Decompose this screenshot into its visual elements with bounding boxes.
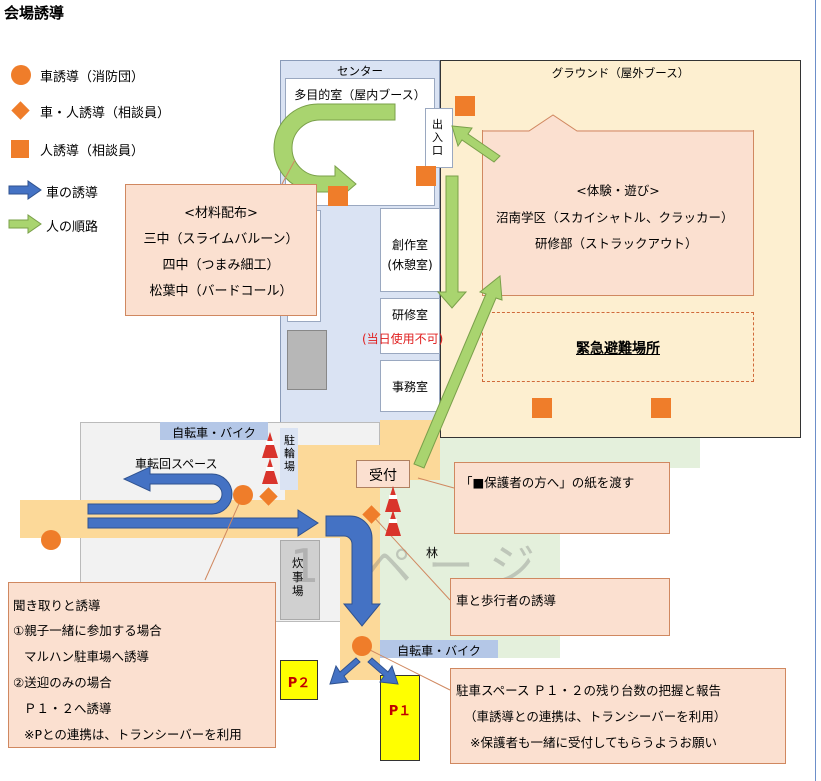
leader-line: [371, 514, 451, 601]
person-route-uturn: [273, 103, 396, 204]
traffic-cone-icon: [385, 510, 401, 536]
traffic-cone-icon: [262, 458, 278, 484]
legend-label: 人誘導（相談員）: [40, 144, 145, 159]
cooking-label: 炊事場: [292, 556, 304, 598]
parking-report-line: 駐車スペース Ｐ１・２の残り台数の把握と報告: [456, 683, 721, 698]
parking-p2: [280, 660, 318, 700]
traffic-cone-icon: [262, 432, 278, 458]
bicycle-parking-top: [160, 422, 268, 440]
entrance-box: [425, 108, 453, 168]
car-route-straight: [87, 509, 319, 537]
experience-panel-tab: [482, 114, 754, 132]
training-room-label: 研修室: [391, 308, 428, 322]
experience-heading: <体験・遊び>: [576, 183, 660, 198]
person-guide-marker: [455, 96, 475, 116]
materials-line: 四中（つまみ細工）: [162, 258, 280, 273]
bicycle-parking-bottom: [380, 640, 498, 658]
car-guide-circle-icon: [11, 65, 31, 85]
cooking-area: [280, 540, 320, 620]
parking-report-line: （車誘導との連携は、トランシーバーを利用）: [464, 709, 727, 724]
car-pedestrian-callout: [450, 578, 670, 636]
interview-line: ①親子一緒に参加する場合: [13, 623, 162, 638]
reception-box: [356, 460, 410, 488]
interview-line: マルハン駐車場へ誘導: [24, 649, 150, 664]
person-route-down: [436, 175, 468, 309]
car-route-to-p1: [367, 657, 399, 685]
training-room-note: (当日使用不可): [362, 332, 444, 346]
person-route-diagonal: [413, 275, 503, 469]
turn-space-label: 車転回スペース: [135, 457, 218, 471]
bicycle-top-label: 自転車・バイク: [172, 426, 256, 440]
materials-callout: [125, 184, 317, 316]
traffic-cone-icon: [385, 486, 401, 512]
person-arrow-icon: [8, 214, 42, 234]
page-title: 会場誘導: [4, 4, 65, 22]
car-route-to-p2: [329, 657, 361, 685]
legend-label: 車の誘導: [46, 186, 99, 201]
car-arrow-icon: [8, 180, 42, 200]
parking-p1: [380, 675, 420, 761]
interview-line: ※Pとの連携は、トランシーバーを利用: [24, 727, 242, 742]
parking-p1-label: P１: [388, 704, 412, 719]
forest-label: 林: [426, 546, 439, 560]
car-guide-marker: [352, 636, 372, 656]
experience-panel: [482, 130, 754, 296]
materials-line: 松葉中（バードコール）: [149, 284, 293, 299]
guardian-paper-text: 「■保護者の方へ」の紙を渡す: [460, 475, 635, 490]
interview-line: 聞き取りと誘導: [13, 598, 101, 613]
person-guide-marker: [328, 186, 348, 206]
car-route-bend: [325, 515, 382, 627]
car-pedestrian-text: 車と歩行者の誘導: [456, 593, 557, 608]
page-border: [815, 0, 816, 781]
parking-p2-label: P２: [287, 676, 311, 691]
materials-heading: <材料配布>: [184, 206, 258, 221]
legend-label: 車・人誘導（相談員）: [40, 106, 171, 121]
office-room: [380, 360, 440, 412]
materials-line: 三中（スライムバルーン）: [143, 232, 299, 247]
parking-report-line: ※保護者も一緒に受付してもらうようお願い: [470, 735, 717, 750]
car-guide-marker: [41, 530, 61, 550]
experience-line: 研修部（ストラックアウト）: [535, 236, 698, 251]
person-guide-marker: [532, 398, 552, 418]
creative-room-label: 創作室: [391, 238, 428, 252]
emergency-label: 緊急避難場所: [576, 341, 660, 357]
reception-label: 受付: [369, 468, 397, 484]
bicycle-bottom-label: 自転車・バイク: [397, 644, 481, 658]
leader-line: [204, 496, 243, 581]
leader-line: [417, 477, 455, 489]
multipurpose-label: 多目的室（屋内ブース）: [294, 88, 426, 102]
office-label: 事務室: [391, 380, 428, 394]
interview-line: Ｐ１・２へ誘導: [24, 701, 112, 716]
person-route-to-entrance: [451, 125, 501, 163]
car-guide-marker: [233, 485, 253, 505]
storage-room: [287, 330, 327, 390]
parking-report-callout: [450, 668, 786, 764]
bike-parking-label: 駐輪場: [284, 434, 295, 473]
training-room: [380, 298, 440, 354]
entrance-label: 出入口: [432, 118, 443, 157]
legend-label: 車誘導（消防団）: [40, 70, 145, 85]
person-guide-marker: [651, 398, 671, 418]
center-label: センター: [337, 64, 383, 78]
leader-line: [365, 647, 451, 691]
guardian-paper-callout: [454, 462, 670, 534]
leader-line: [281, 159, 296, 185]
interview-callout: [8, 582, 276, 748]
ground-label: グラウンド（屋外ブース）: [551, 66, 690, 80]
bike-parking: [280, 428, 298, 490]
creative-room: [380, 208, 440, 292]
person-guide-square-icon: [11, 140, 29, 158]
legend-label: 人の順路: [46, 220, 99, 235]
car-route-uturn: [87, 466, 233, 515]
person-guide-marker: [416, 166, 436, 186]
emergency-area: [482, 312, 754, 382]
creative-room-sublabel: (休憩室): [387, 258, 433, 272]
experience-line: 沼南学区（スカイシャトル、クラッカー）: [496, 210, 734, 225]
interview-line: ②送迎のみの場合: [13, 675, 112, 690]
